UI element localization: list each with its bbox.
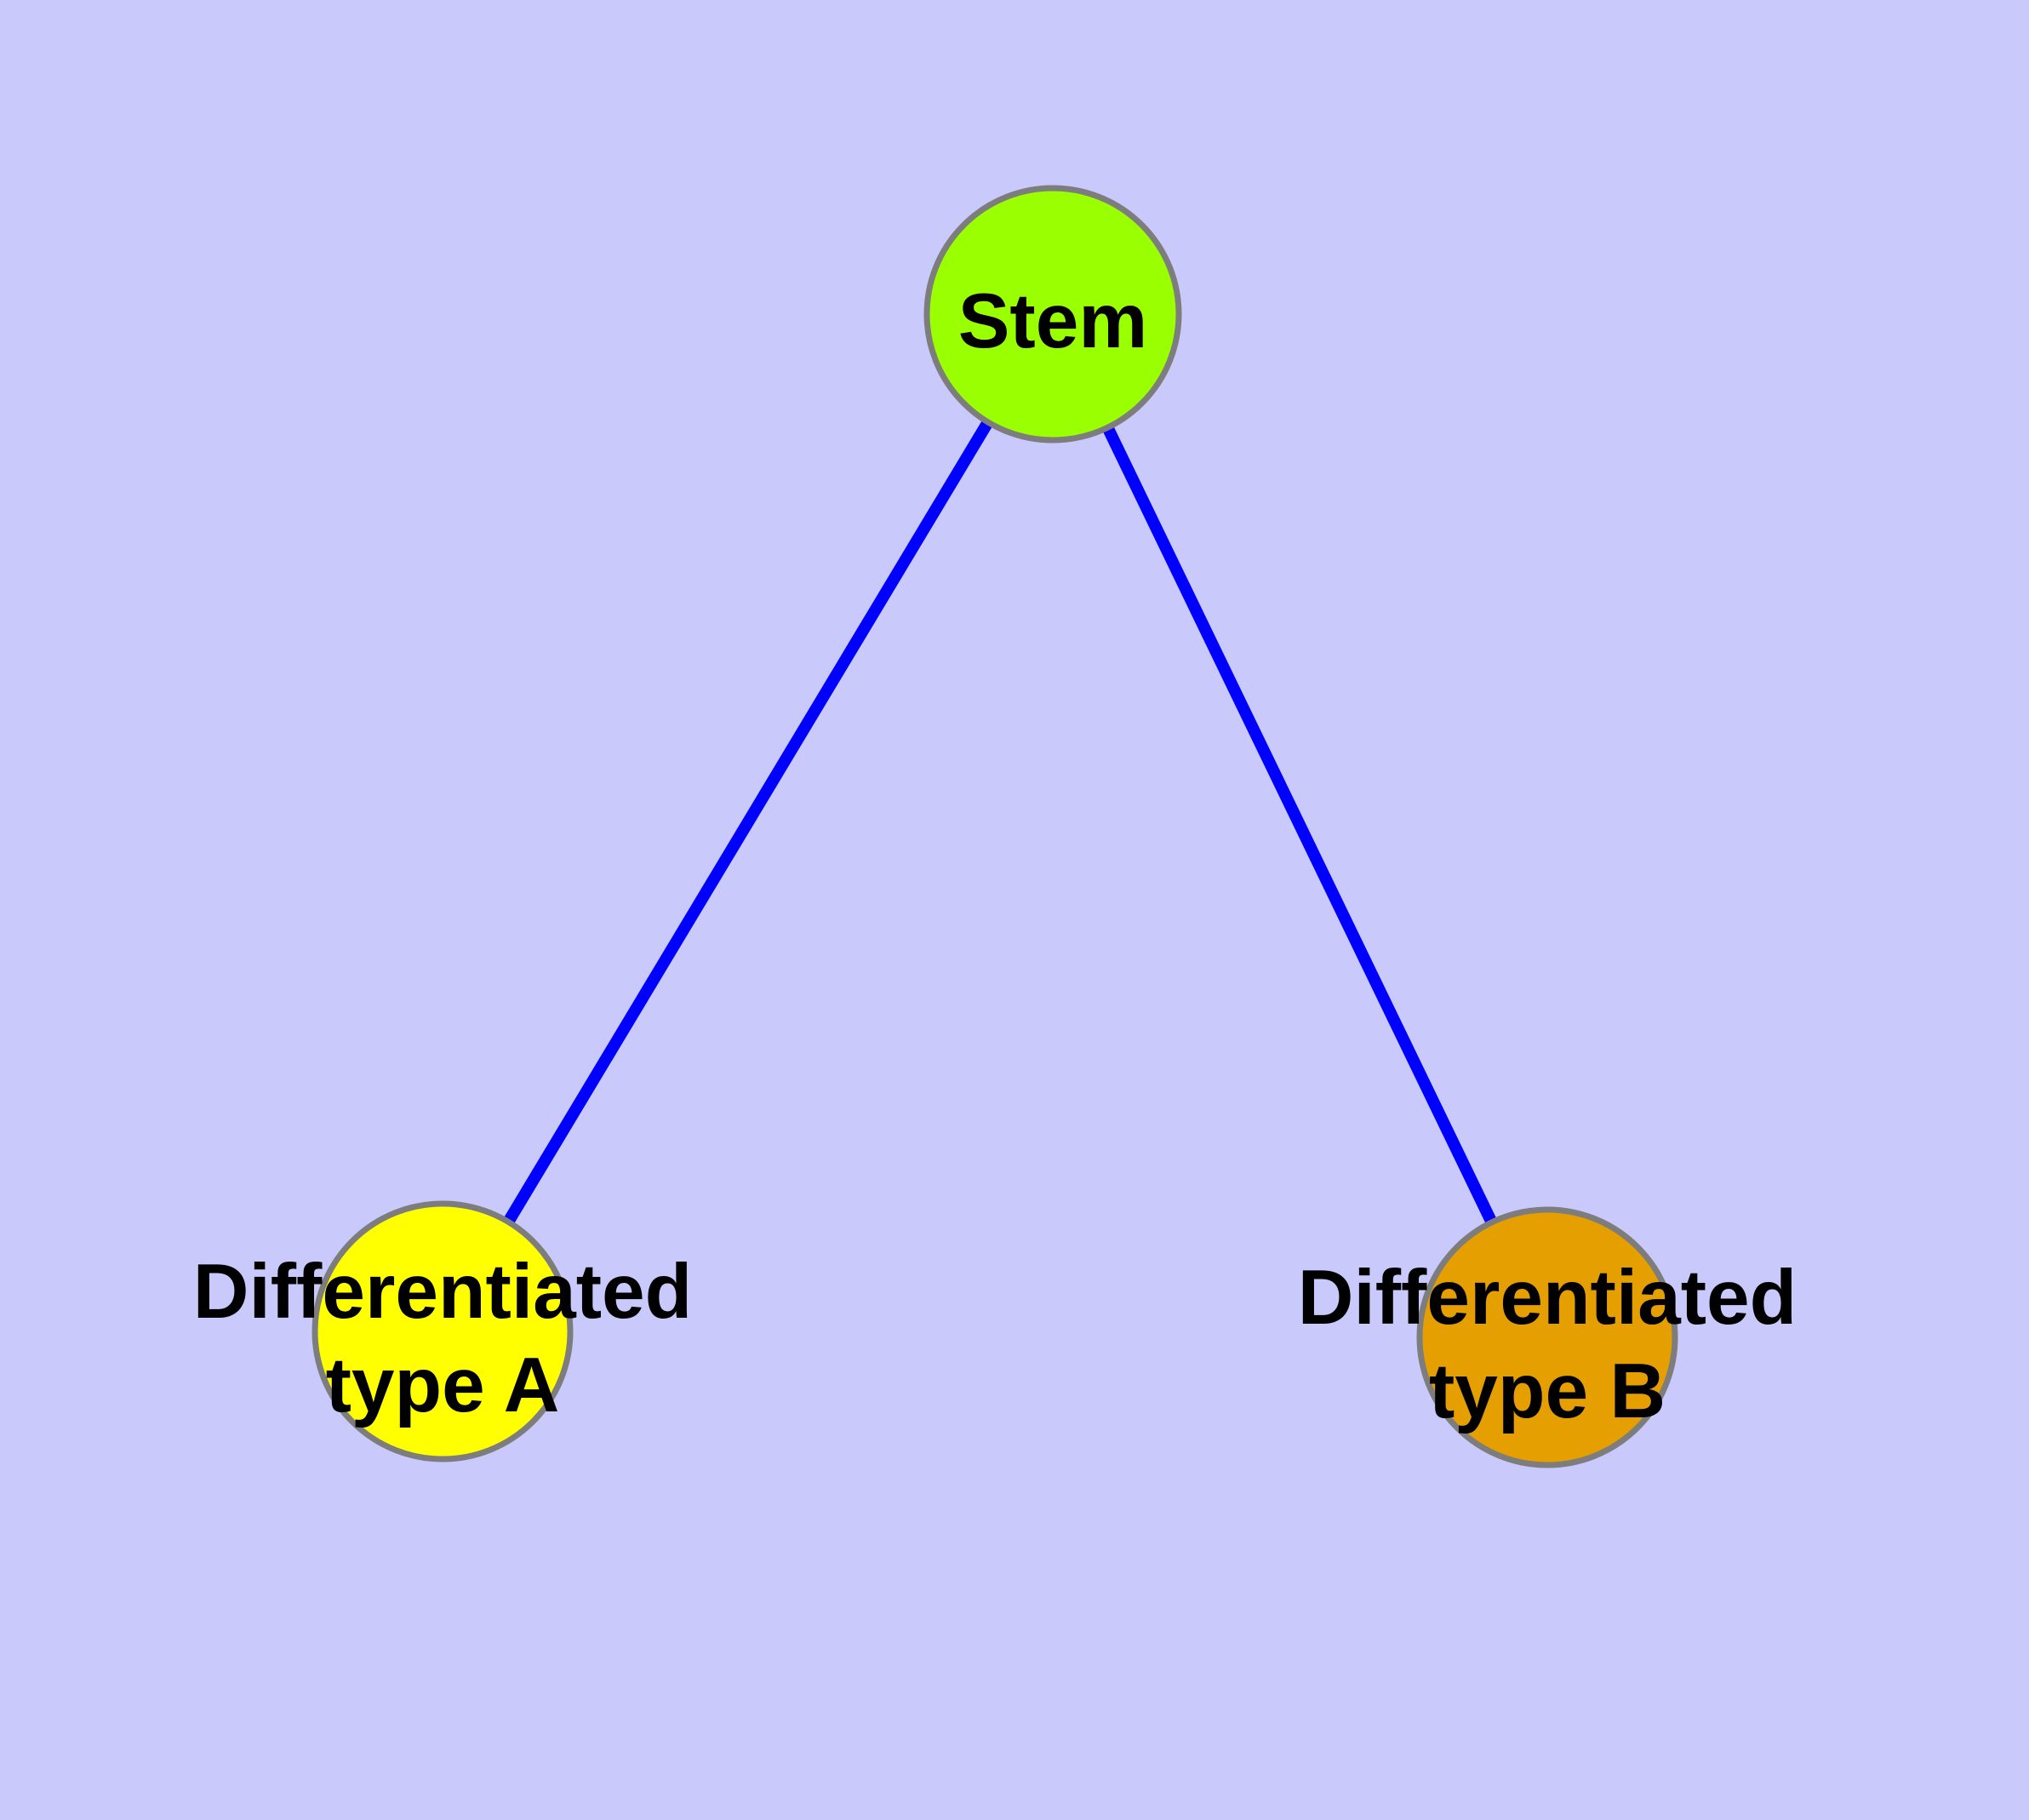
node-stem-circle xyxy=(923,185,1182,444)
edge-stem-to-differentiated-type-a xyxy=(437,311,1059,1335)
node-differentiated-type-a-circle xyxy=(311,1200,574,1462)
node-stem-label: Stem xyxy=(958,278,1148,364)
node-differentiated-type-b-circle xyxy=(1416,1206,1678,1468)
nodes-layer xyxy=(311,185,1678,1468)
edges-layer xyxy=(437,311,1553,1341)
edge-stem-to-differentiated-type-b xyxy=(1047,311,1553,1341)
